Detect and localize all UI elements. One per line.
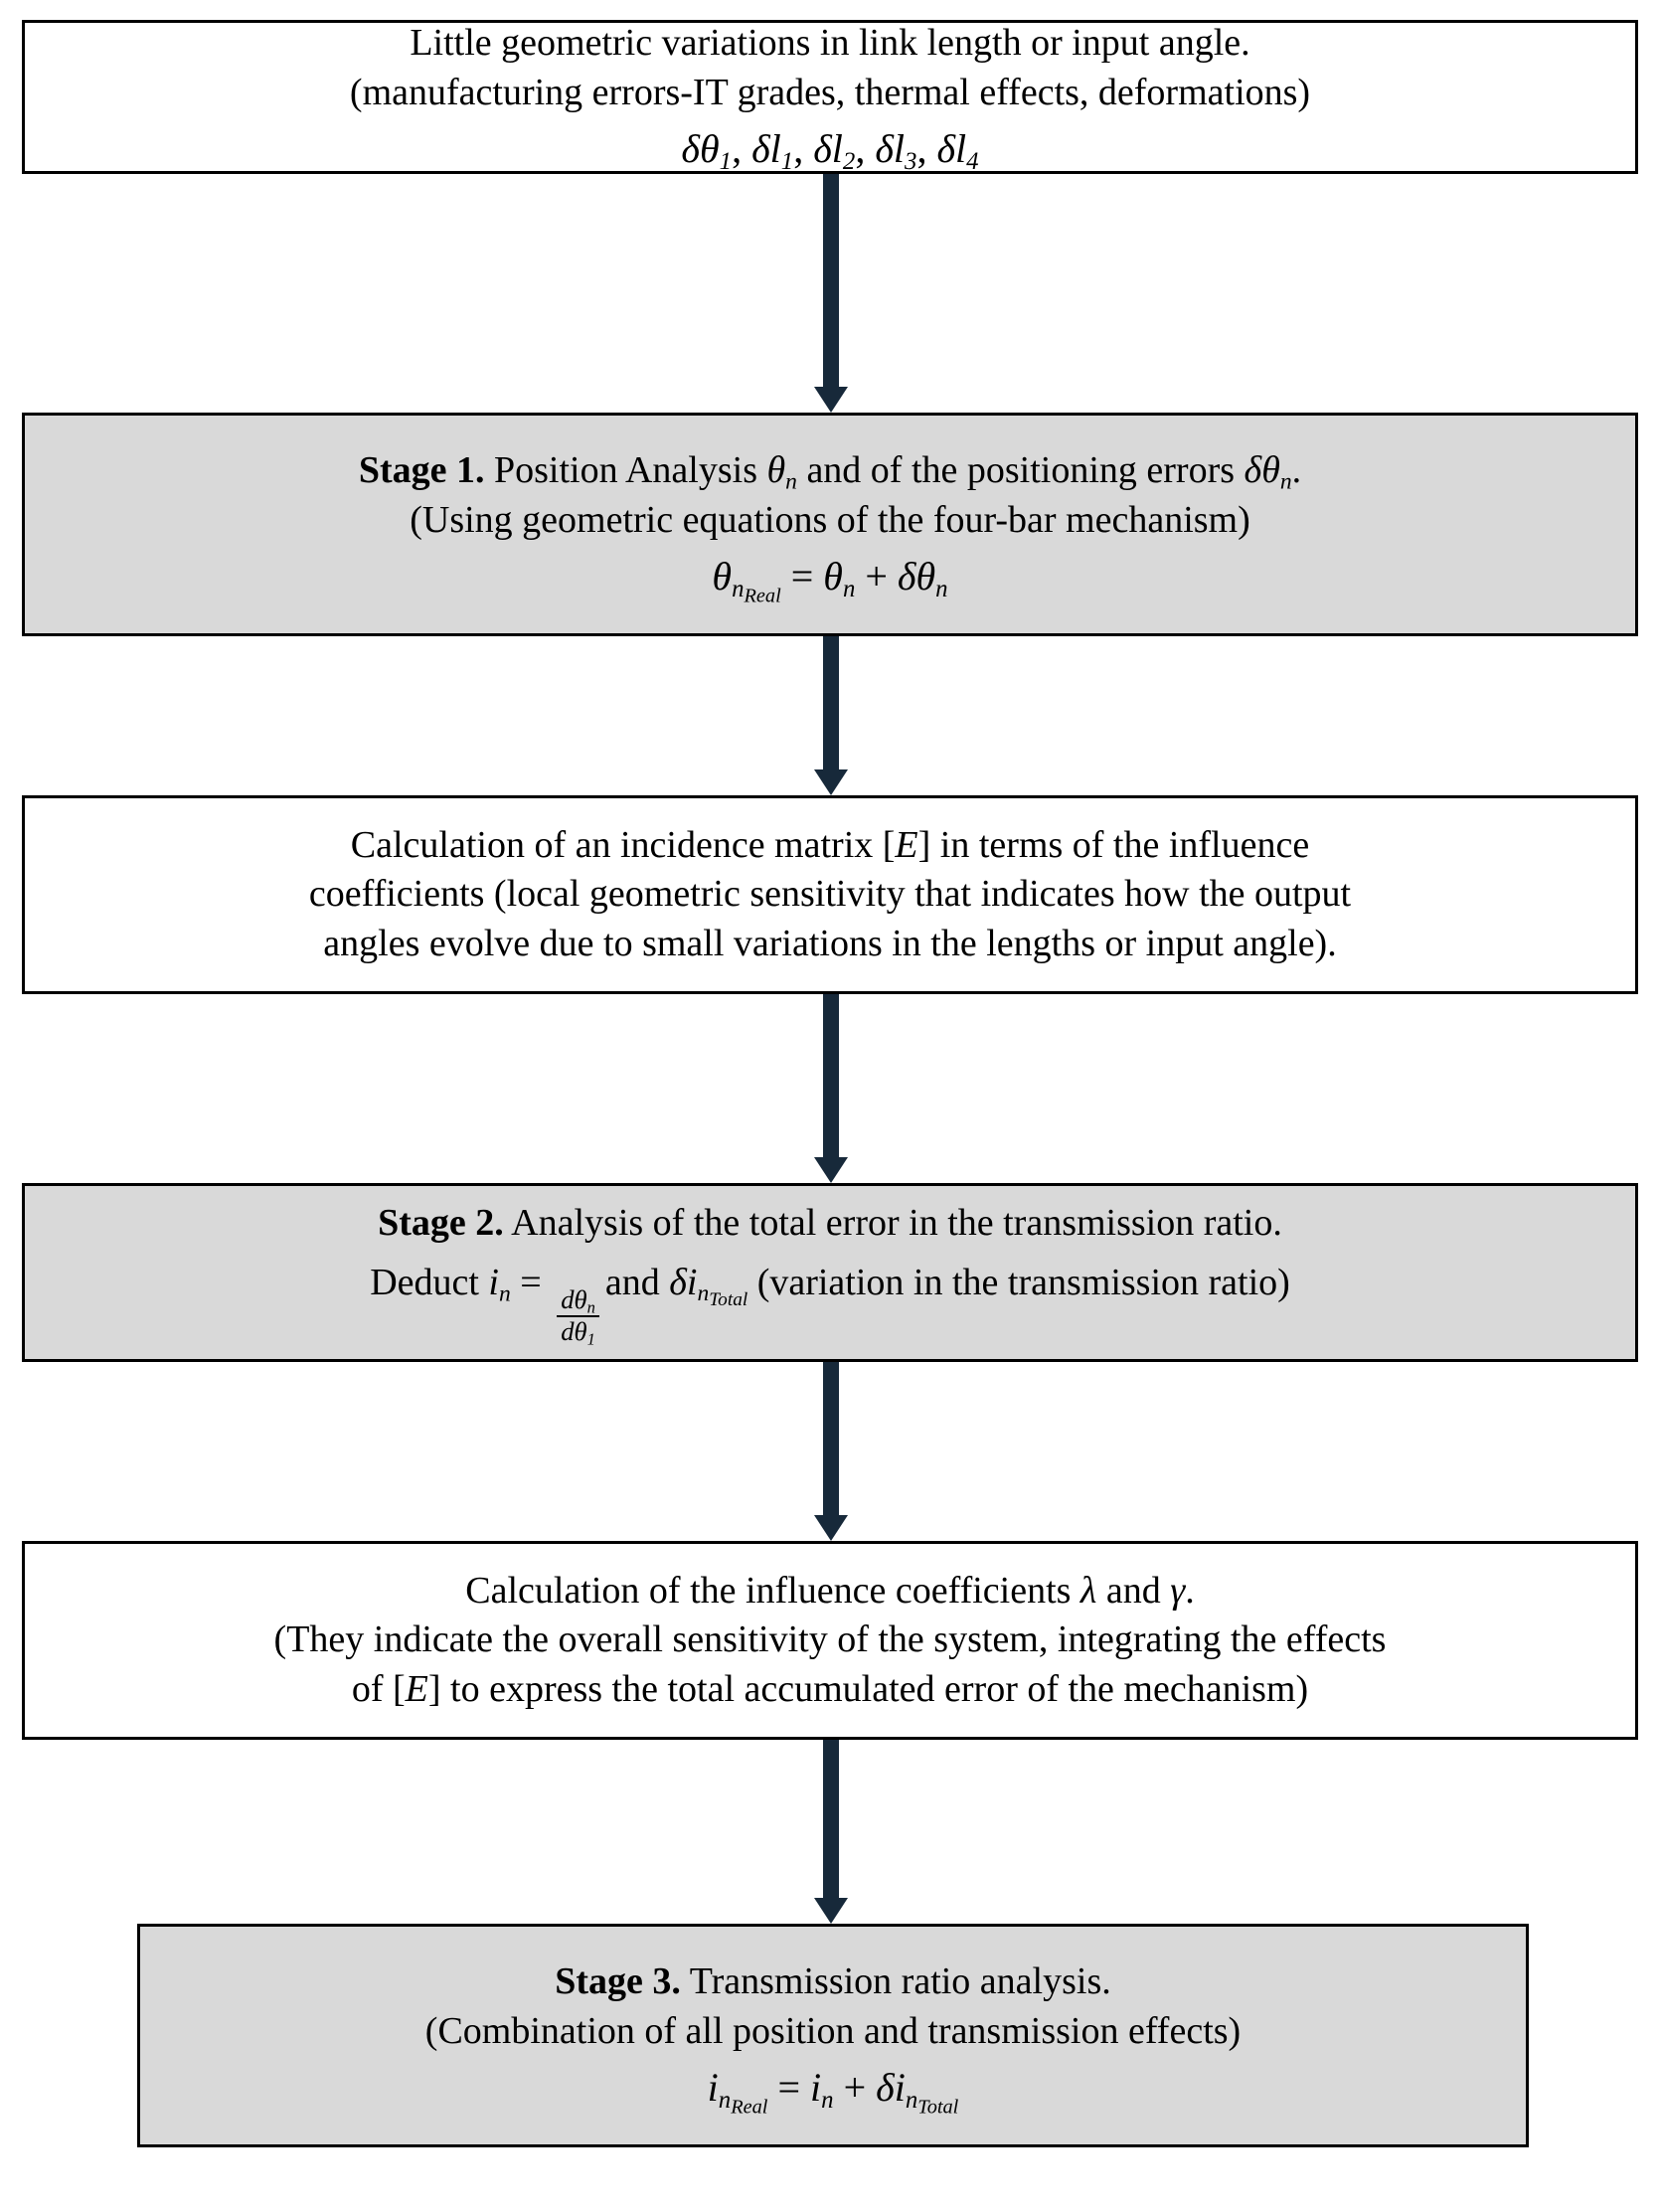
equation-theta-n-real: θnReal bbox=[712, 553, 781, 607]
node-stage3: Stage 3. Transmission ratio analysis. (C… bbox=[137, 1924, 1529, 2147]
symbol-delta-theta-1: δθ1 bbox=[681, 125, 733, 175]
node-stage1-equation: θnReal = θn + δθn bbox=[712, 553, 948, 607]
arrow-stage2-to-influence-coefficients bbox=[814, 1362, 848, 1541]
symbol-delta-theta-n: δθn bbox=[1244, 449, 1292, 495]
node-incidence-matrix-line-2: coefficients (local geometric sensitivit… bbox=[308, 873, 1352, 916]
node-influence-coefficients-line-2: (They indicate the overall sensitivity o… bbox=[273, 1618, 1387, 1661]
equation-i-n-real: inReal bbox=[707, 2064, 768, 2119]
node-stage3-line-1: Stage 3. Transmission ratio analysis. bbox=[555, 1960, 1111, 2003]
symbol-lambda: λ bbox=[1079, 1569, 1097, 1612]
symbol-matrix-E: E bbox=[405, 1667, 428, 1710]
node-influence-coefficients-line-3: of [E] to express the total accumulated … bbox=[351, 1667, 1309, 1710]
node-stage3-equation: inReal = in + δinTotal bbox=[707, 2064, 959, 2119]
arrow-head bbox=[814, 769, 848, 795]
symbol-gamma: γ bbox=[1170, 1569, 1186, 1612]
node-influence-coefficients-line-1: Calculation of the influence coefficient… bbox=[465, 1569, 1195, 1612]
node-stage1-line-1: Stage 1. Position Analysis θn and of the… bbox=[358, 449, 1302, 495]
stage3-label: Stage 3. bbox=[555, 1960, 681, 2003]
symbol-delta-l-2: δl2 bbox=[813, 125, 856, 175]
symbol-delta-l-1: δl1 bbox=[751, 125, 794, 175]
symbol-i-n: in bbox=[488, 1261, 511, 1307]
arrow-shaft bbox=[823, 1740, 839, 1898]
equation-delta-i-n-total: δinTotal bbox=[876, 2064, 959, 2119]
node-stage1-line-2: (Using geometric equations of the four-b… bbox=[410, 498, 1250, 541]
arrow-head bbox=[814, 1898, 848, 1924]
node-stage2: Stage 2. Analysis of the total error in … bbox=[22, 1183, 1638, 1362]
node-influence-coefficients: Calculation of the influence coefficient… bbox=[22, 1541, 1638, 1740]
node-stage2-line-1: Stage 2. Analysis of the total error in … bbox=[378, 1202, 1282, 1245]
arrow-shaft bbox=[823, 174, 839, 387]
arrow-head bbox=[814, 1157, 848, 1183]
arrow-shaft bbox=[823, 1362, 839, 1515]
symbol-delta-l-3: δl3 bbox=[875, 125, 917, 175]
arrow-shaft bbox=[823, 636, 839, 769]
symbol-delta-i-n-total: δinTotal bbox=[669, 1261, 748, 1311]
arrow-stage1-to-incidence-matrix bbox=[814, 636, 848, 795]
arrow-influence-coefficients-to-stage3 bbox=[814, 1740, 848, 1924]
node-inputs-line-3-math: δθ1, δl1, δl2, δl3, δl4 bbox=[681, 125, 979, 175]
arrow-head bbox=[814, 1515, 848, 1541]
node-incidence-matrix: Calculation of an incidence matrix [E] i… bbox=[22, 795, 1638, 994]
node-inputs-line-2: (manufacturing errors-IT grades, thermal… bbox=[349, 71, 1311, 113]
symbol-theta-n: θn bbox=[766, 449, 797, 495]
stage2-label: Stage 2. bbox=[378, 1202, 504, 1245]
symbol-matrix-E: E bbox=[895, 823, 918, 866]
arrow-shaft bbox=[823, 994, 839, 1157]
arrow-head bbox=[814, 387, 848, 413]
node-inputs: Little geometric variations in link leng… bbox=[22, 20, 1638, 174]
equation-delta-theta-n: δθn bbox=[897, 553, 948, 602]
symbol-delta-l-4: δl4 bbox=[936, 125, 979, 175]
node-stage3-line-2: (Combination of all position and transmi… bbox=[424, 2009, 1242, 2052]
fraction-numerator: dθn bbox=[561, 1283, 595, 1317]
equation-theta-n: θn bbox=[823, 553, 856, 602]
node-incidence-matrix-line-3: angles evolve due to small variations in… bbox=[323, 922, 1337, 964]
node-stage1: Stage 1. Position Analysis θn and of the… bbox=[22, 413, 1638, 636]
node-incidence-matrix-line-1: Calculation of an incidence matrix [E] i… bbox=[350, 823, 1310, 866]
arrow-inputs-to-stage1 bbox=[814, 174, 848, 413]
arrow-incidence-matrix-to-stage2 bbox=[814, 994, 848, 1183]
fraction-denominator: dθ1 bbox=[557, 1314, 599, 1347]
equation-i-n: in bbox=[810, 2064, 834, 2114]
node-inputs-line-1: Little geometric variations in link leng… bbox=[410, 22, 1250, 65]
stage1-label: Stage 1. bbox=[358, 449, 485, 492]
